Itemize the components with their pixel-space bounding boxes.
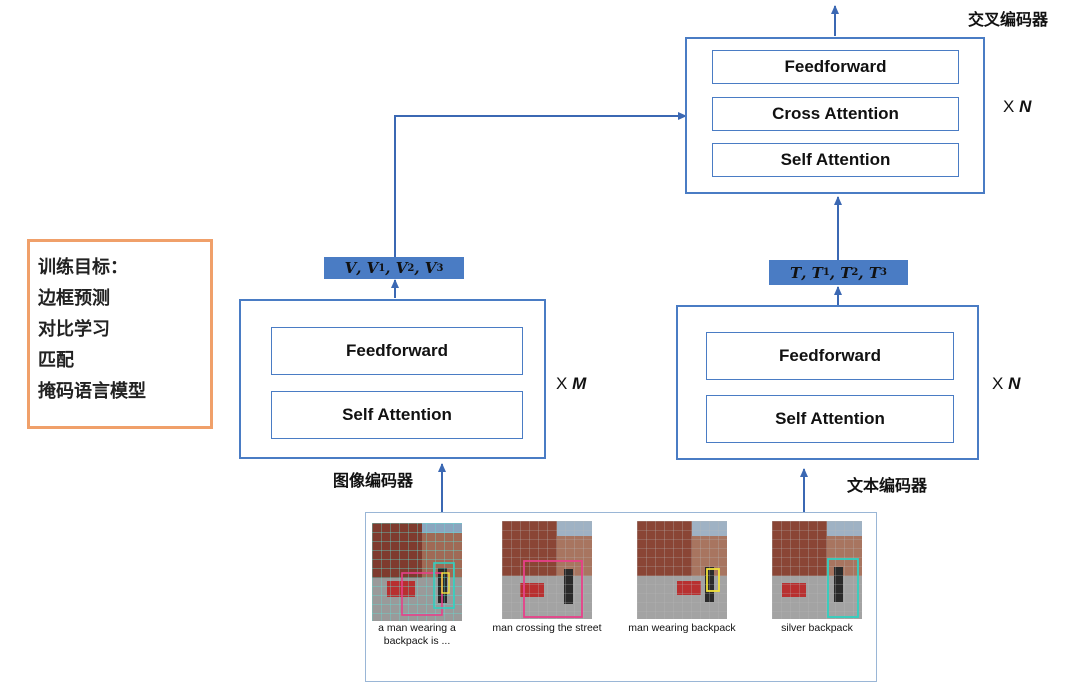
objective-item: 掩码语言模型: [38, 381, 146, 402]
objectives-title: 训练目标：: [38, 257, 128, 278]
example-image-3: [637, 521, 727, 619]
example-image-1: [372, 523, 462, 621]
text-repeat-count: X N: [992, 374, 1021, 393]
example-image-4: [772, 521, 862, 619]
image-feedforward-layer: Feedforward: [271, 327, 523, 375]
objective-item: 匹配: [38, 350, 74, 371]
cross-encoder-label: 交叉编码器: [968, 10, 1049, 29]
objective-item: 对比学习: [38, 319, 110, 340]
text-self-attention-layer: Self Attention: [706, 395, 954, 443]
image-encoder-label: 图像编码器: [333, 471, 414, 490]
arrow-image-features-to-cross: [394, 112, 687, 257]
example-caption-2: man crossing the street: [492, 622, 602, 634]
training-objectives-box: 训练目标： 边框预测 对比学习 匹配 掩码语言模型: [27, 239, 213, 429]
example-caption-3: man wearing backpack: [628, 622, 736, 634]
text-encoder-block: Feedforward Self Attention: [676, 305, 979, 460]
image-self-attention-layer: Self Attention: [271, 391, 523, 439]
input-examples-panel: a man wearing a backpack is ... man cros…: [365, 512, 877, 682]
cross-encoder-block: Feedforward Cross Attention Self Attenti…: [685, 37, 985, 194]
image-encoder-block: Feedforward Self Attention: [239, 299, 546, 459]
example-caption-4: silver backpack: [781, 622, 853, 634]
example-caption-1: a man wearing a backpack is ...: [378, 622, 456, 647]
objective-item: 边框预测: [38, 288, 110, 309]
text-encoder-label: 文本编码器: [847, 476, 928, 495]
cross-self-attention-layer: Self Attention: [712, 143, 959, 177]
example-image-2: [502, 521, 592, 619]
cross-feedforward-layer: Feedforward: [712, 50, 959, 84]
image-repeat-count: X M: [556, 374, 587, 393]
cross-attention-layer: Cross Attention: [712, 97, 959, 131]
cross-repeat-count: X N: [1003, 97, 1032, 116]
text-feedforward-layer: Feedforward: [706, 332, 954, 380]
